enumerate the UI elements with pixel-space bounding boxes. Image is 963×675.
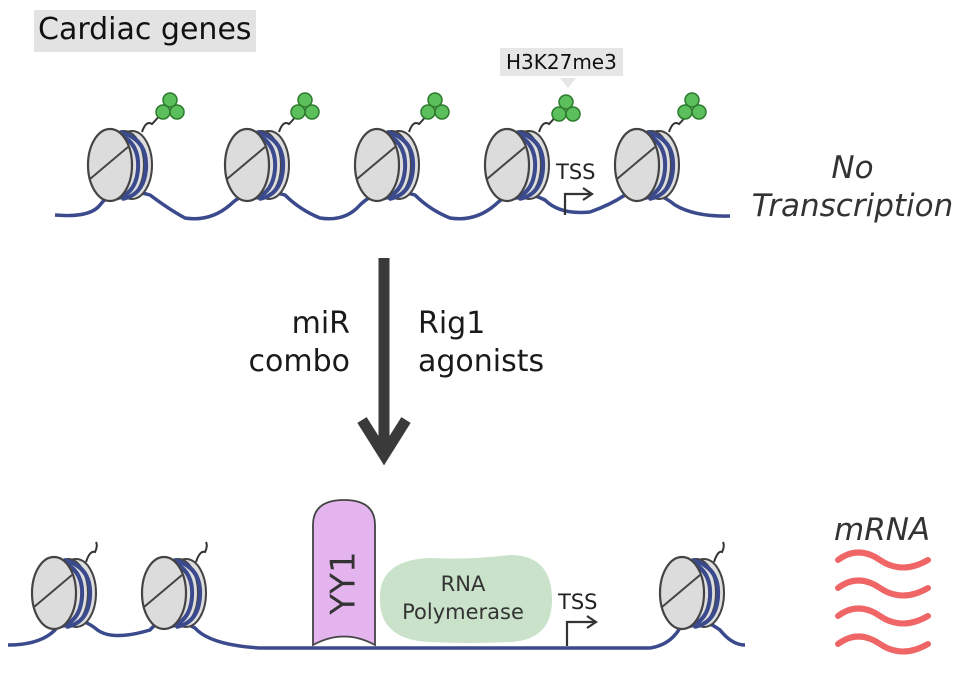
methyl-mark-2 bbox=[290, 92, 320, 120]
callout-pointer bbox=[560, 78, 576, 88]
histone-mark-label: H3K27me3 bbox=[500, 48, 623, 76]
tss-label-top: TSS bbox=[556, 160, 596, 184]
rna-polymerase-line-1: RNA bbox=[440, 572, 486, 596]
tss-arrow-top bbox=[563, 192, 590, 215]
rna-polymerase-shape bbox=[379, 555, 552, 643]
treatment-left-line-2: combo bbox=[248, 344, 350, 379]
transition-arrow-head bbox=[357, 417, 411, 466]
tss-label-bottom: TSS bbox=[558, 590, 598, 614]
rna-polymerase-label: RNA Polymerase bbox=[378, 570, 548, 626]
methyl-mark-5 bbox=[677, 92, 707, 120]
state-line-2: Transcription bbox=[751, 188, 954, 224]
methyl-mark-3 bbox=[420, 92, 450, 120]
mrna-label: mRNA bbox=[834, 512, 931, 548]
methyl-mark-1 bbox=[155, 92, 185, 120]
rna-polymerase-line-2: Polymerase bbox=[402, 600, 524, 624]
nucleosome-5 bbox=[613, 127, 681, 203]
treatment-right: Rig1 agonists bbox=[418, 305, 578, 381]
histone-tail-6 bbox=[85, 541, 98, 563]
dna-strand-bottom bbox=[7, 617, 746, 650]
yy1-shape bbox=[312, 499, 376, 647]
state-label: No Transcription bbox=[745, 149, 960, 225]
histone-tail-8 bbox=[713, 541, 725, 563]
yy1-label-box: YY1 bbox=[320, 538, 368, 628]
yy1-label: YY1 bbox=[324, 551, 365, 615]
treatment-left-line-1: miR bbox=[291, 306, 350, 341]
nucleosome-3 bbox=[353, 127, 421, 203]
state-line-1: No bbox=[831, 150, 874, 186]
diagram-title: Cardiac genes bbox=[34, 10, 256, 52]
mrna-waves bbox=[835, 549, 931, 655]
nucleosome-1 bbox=[86, 127, 154, 203]
nucleosome-8 bbox=[658, 555, 726, 631]
treatment-right-line-2: agonists bbox=[418, 344, 545, 379]
nucleosome-7 bbox=[140, 555, 208, 631]
treatment-right-line-1: Rig1 bbox=[418, 306, 486, 341]
nucleosome-6 bbox=[30, 555, 98, 631]
nucleosome-4 bbox=[483, 127, 551, 203]
tss-arrow-bottom bbox=[565, 620, 594, 646]
histone-tail-7 bbox=[195, 541, 208, 563]
methyl-mark-4 bbox=[551, 94, 581, 122]
treatment-left: miR combo bbox=[238, 305, 350, 381]
nucleosome-2 bbox=[223, 127, 291, 203]
